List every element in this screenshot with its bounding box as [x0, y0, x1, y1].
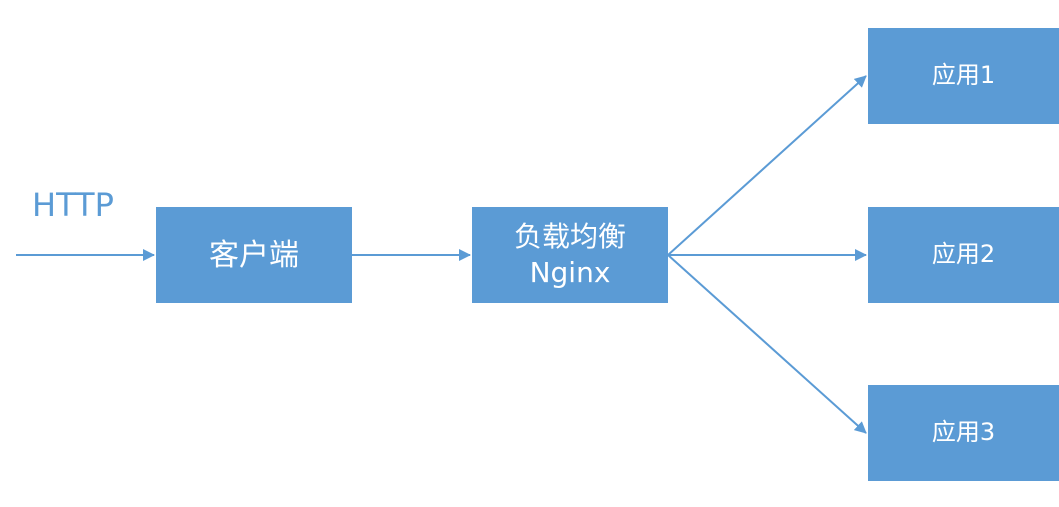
edge-load-balancer-to-app1 — [667, 75, 867, 256]
app-node-1: 应用1 — [868, 28, 1059, 124]
app-node-3: 应用3 — [868, 385, 1059, 481]
app-node-2-label: 应用2 — [931, 240, 996, 269]
client-node: 客户端 — [156, 207, 352, 303]
load-balancer-node: 负载均衡 Nginx — [472, 207, 668, 303]
load-balancer-title: 负载均衡 — [513, 219, 626, 253]
app-node-3-label: 应用3 — [931, 418, 996, 447]
edge-load-balancer-to-app3 — [667, 254, 867, 434]
http-label: HTTP — [32, 186, 114, 224]
app-node-1-label: 应用1 — [931, 61, 996, 90]
client-node-label: 客户端 — [209, 237, 299, 273]
app-node-2: 应用2 — [868, 207, 1059, 303]
load-balancer-subtitle: Nginx — [529, 256, 611, 289]
